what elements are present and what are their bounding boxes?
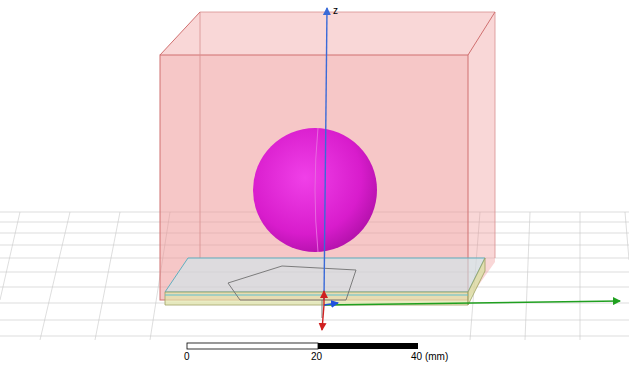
scale-label: 0 [184, 352, 190, 362]
x-axis [322, 305, 324, 330]
axis-label: z [333, 6, 338, 16]
sphere-seam [315, 128, 318, 252]
patch-outline [228, 266, 356, 300]
local-axis [324, 303, 338, 305]
z-axis [324, 8, 327, 300]
feed-line [322, 300, 323, 318]
sphere [253, 128, 377, 252]
y-axis [324, 301, 620, 305]
scale-label: 40 (mm) [411, 352, 448, 362]
air-box [160, 12, 495, 300]
scale-label: 20 [311, 352, 322, 362]
local-axis [323, 291, 324, 305]
scale-bar [187, 343, 418, 349]
